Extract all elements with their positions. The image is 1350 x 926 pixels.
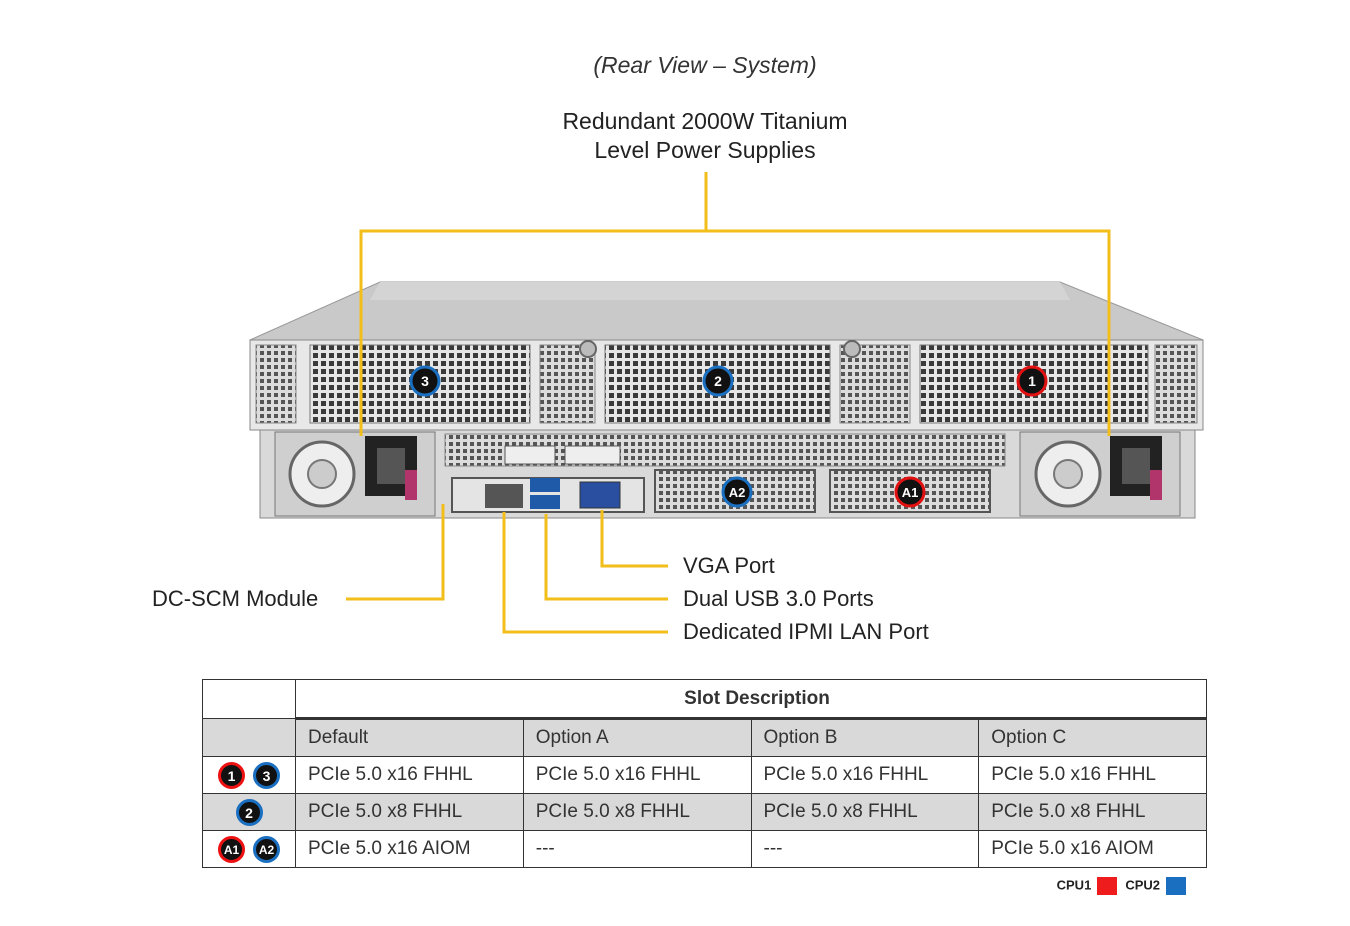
slot-badge: 3 — [253, 761, 280, 789]
table-header-row: Slot Description — [202, 679, 1207, 720]
column-header-option-b: Option B — [750, 718, 980, 757]
table-column-header-row: Default Option A Option B Option C — [202, 718, 1207, 757]
legend-cpu2-label: CPU2 — [1125, 877, 1160, 893]
legend-cpu2-swatch — [1166, 877, 1186, 895]
table-cell: PCIe 5.0 x8 FHHL — [750, 793, 980, 831]
slot-badges-cell: 2 — [202, 793, 296, 831]
table-corner-cell — [202, 679, 296, 719]
slot-badge-1: 1 — [1016, 365, 1048, 397]
slot-badge-a2: A2 — [721, 476, 753, 508]
slot-badge: A1 — [218, 835, 245, 863]
slot-description-header: Slot Description — [295, 679, 1207, 720]
table-cell: PCIe 5.0 x16 AIOM — [295, 830, 524, 868]
usb-callout-line — [544, 514, 668, 601]
slot-badge: 1 — [218, 761, 245, 789]
table-row: A1 A2 PCIe 5.0 x16 AIOM --- --- PCIe 5.0 … — [202, 830, 1207, 868]
slot-badge: 2 — [235, 798, 263, 826]
cpu-legend: CPU1 CPU2 — [1057, 877, 1194, 895]
slot-badge-a1-label: A1 — [902, 485, 919, 500]
table-cell: PCIe 5.0 x8 FHHL — [522, 793, 752, 831]
table-row: 2 PCIe 5.0 x8 FHHL PCIe 5.0 x8 FHHL PCIe… — [202, 793, 1207, 831]
table-cell: PCIe 5.0 x16 FHHL — [295, 756, 524, 794]
diagram-title: (Rear View – System) — [593, 52, 817, 78]
table-cell: PCIe 5.0 x8 FHHL — [978, 793, 1207, 831]
table-cell: PCIe 5.0 x16 FHHL — [978, 756, 1207, 794]
ipmi-port-label: Dedicated IPMI LAN Port — [683, 619, 929, 644]
ipmi-callout-line — [502, 512, 668, 634]
dcscm-callout-line — [346, 504, 445, 601]
legend-cpu1-swatch — [1097, 877, 1118, 895]
table-column-corner — [202, 718, 296, 757]
slot-badge-3-label: 3 — [421, 373, 429, 389]
slot-badge-2-label: 2 — [714, 373, 722, 389]
slot-badge-a2-label: A2 — [729, 485, 746, 500]
slot-badge-3: 3 — [409, 365, 441, 397]
slot-description-table: Slot Description Default Option A Option… — [202, 679, 1207, 868]
vga-port-label: VGA Port — [683, 553, 775, 578]
chassis-top — [249, 281, 1204, 341]
table-cell: PCIe 5.0 x16 FHHL — [522, 756, 752, 794]
slot-badge-1-label: 1 — [1028, 373, 1036, 389]
table-cell: --- — [750, 830, 980, 868]
table-cell: PCIe 5.0 x16 FHHL — [750, 756, 980, 794]
table-cell: PCIe 5.0 x16 AIOM — [978, 830, 1207, 868]
slot-badges-cell: A1 A2 — [202, 830, 296, 868]
psu-bracket-line — [359, 229, 1111, 436]
slot-badge-2: 2 — [702, 365, 734, 397]
psu-label: Redundant 2000W Titanium Level Power Sup… — [0, 107, 1350, 165]
slot-badge-a1: A1 — [894, 476, 926, 508]
psu-label-line1: Redundant 2000W Titanium — [562, 108, 848, 134]
column-header-default: Default — [295, 718, 524, 757]
dc-scm-module-label: DC-SCM Module — [152, 586, 319, 611]
table-cell: --- — [522, 830, 752, 868]
callout-lines — [346, 172, 1111, 634]
legend-cpu1-label: CPU1 — [1056, 877, 1092, 893]
psu-label-line2: Level Power Supplies — [594, 137, 816, 163]
slot-badge: A2 — [253, 835, 280, 863]
vga-callout-line — [600, 510, 668, 568]
column-header-option-a: Option A — [522, 718, 752, 757]
table-cell: PCIe 5.0 x8 FHHL — [295, 793, 524, 831]
column-header-option-c: Option C — [978, 718, 1207, 757]
usb-ports-label: Dual USB 3.0 Ports — [683, 586, 874, 611]
server-rear-diagram: 3 2 1 A2 A1 — [249, 172, 1204, 634]
